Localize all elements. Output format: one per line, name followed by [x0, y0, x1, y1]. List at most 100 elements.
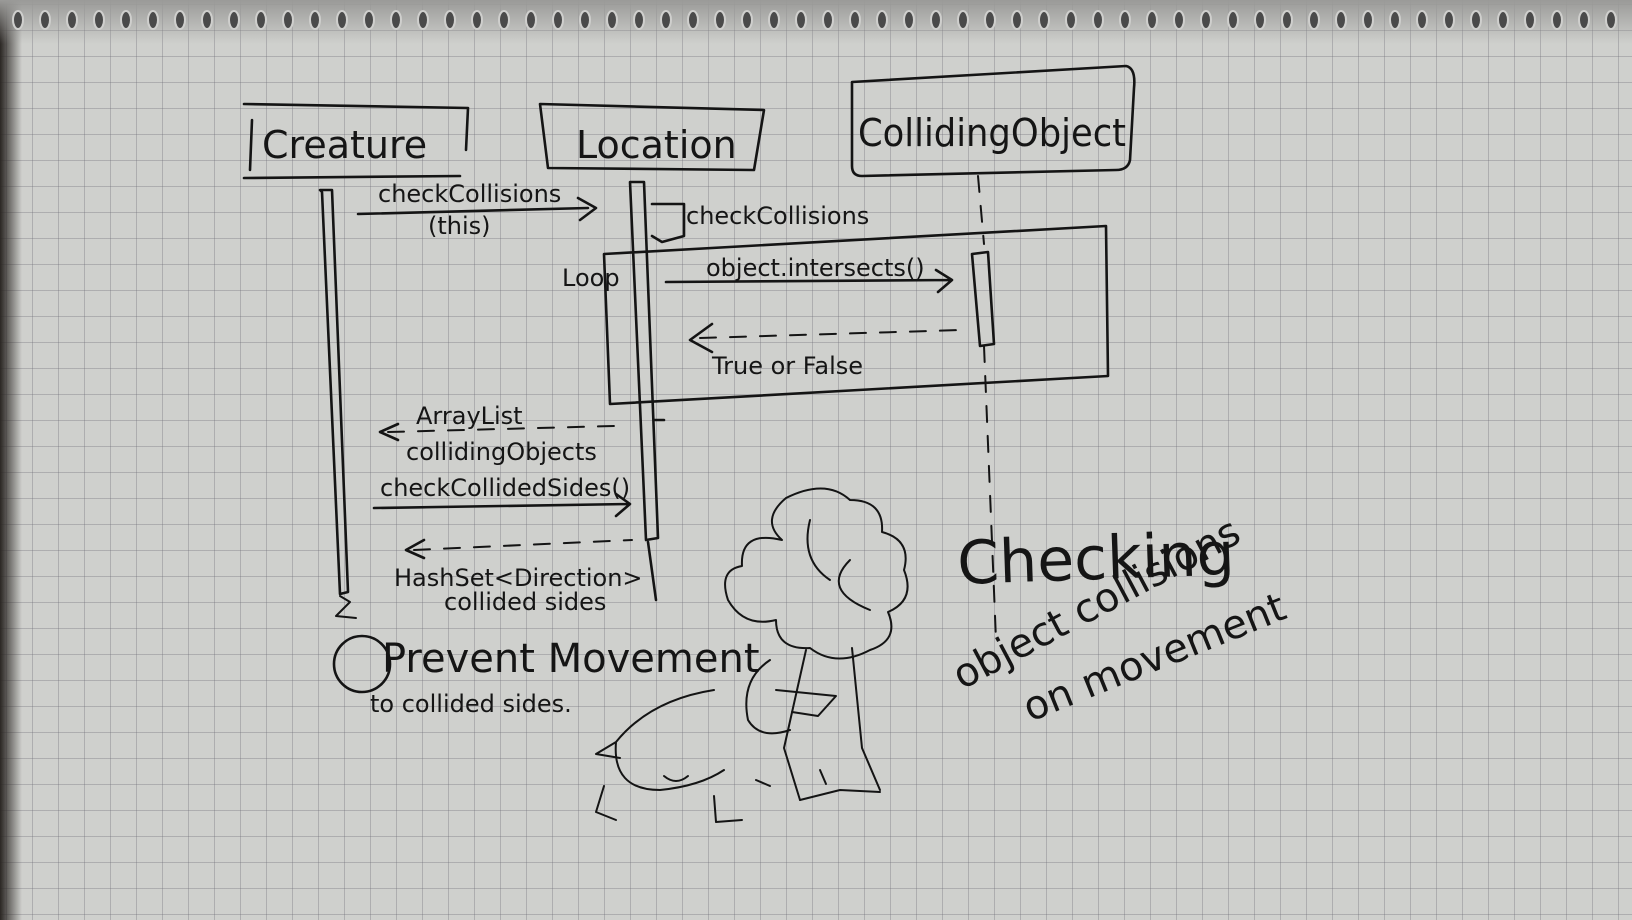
spiral-ring [876, 10, 888, 30]
spiral-ring [606, 10, 618, 30]
lifeline-location: Location [538, 102, 766, 172]
location-header-box [538, 102, 766, 172]
spiral-ring [66, 10, 78, 30]
spiral-ring [552, 10, 564, 30]
spiral-ring [1389, 10, 1401, 30]
spiral-ring [12, 10, 24, 30]
location-activation-bar [628, 180, 660, 542]
spiral-ring [1551, 10, 1563, 30]
location-label: Location [576, 123, 737, 167]
page-edge-shadow [0, 0, 22, 920]
hashset-dashed-line [413, 539, 633, 551]
spiral-ring [687, 10, 699, 30]
spiral-ring [174, 10, 186, 30]
spiral-ring [903, 10, 915, 30]
loop-frame [602, 224, 1110, 406]
spiral-ring [390, 10, 402, 30]
spiral-ring [1146, 10, 1158, 30]
spiral-ring [255, 10, 267, 30]
creature-header-box [242, 102, 470, 180]
spiral-ring [957, 10, 969, 30]
spiral-ring [1578, 10, 1590, 30]
spiral-ring [633, 10, 645, 30]
lifeline-colliding-object: CollidingObject [850, 64, 1136, 178]
colliding-object-activation-bar [970, 250, 996, 348]
location-lifeline-tail [646, 418, 666, 602]
return-dashed-line [699, 329, 963, 339]
spiral-binding [0, 0, 1632, 44]
spiral-ring [1200, 10, 1212, 30]
spiral-rings [12, 10, 1617, 30]
spiral-ring [39, 10, 51, 30]
spiral-ring [1038, 10, 1050, 30]
title-line1: Checking [956, 519, 1236, 599]
spiral-ring [120, 10, 132, 30]
spiral-ring [1497, 10, 1509, 30]
spiral-ring [336, 10, 348, 30]
spiral-ring [1092, 10, 1104, 30]
spiral-ring [579, 10, 591, 30]
spiral-ring [768, 10, 780, 30]
arraylist-arrowhead [378, 422, 400, 442]
spiral-ring [714, 10, 726, 30]
spiral-ring [309, 10, 321, 30]
note-line2: to collided sides. [370, 690, 572, 718]
spiral-ring [1605, 10, 1617, 30]
spiral-ring [282, 10, 294, 30]
spiral-ring [930, 10, 942, 30]
spiral-ring [228, 10, 240, 30]
creature-activation-bar [318, 188, 350, 596]
spiral-ring [471, 10, 483, 30]
note-circle [332, 634, 392, 694]
spiral-ring [444, 10, 456, 30]
note-line1: Prevent Movement [382, 636, 760, 682]
hashset-label: HashSet<Direction> [394, 564, 643, 592]
spiral-ring [93, 10, 105, 30]
arraylist-dashed-line [387, 425, 615, 433]
self-call-label: checkCollisions [686, 202, 869, 230]
spiral-ring [1443, 10, 1455, 30]
spiral-ring [1362, 10, 1374, 30]
intersects-label: object.intersects() [706, 254, 925, 282]
colliding-objects-label: collidingObjects [406, 438, 597, 466]
check-collisions-arg-label: (this) [428, 212, 491, 240]
creature-doodle [595, 689, 771, 823]
colliding-object-header-box [850, 64, 1136, 178]
collided-sides-label: collided sides [444, 588, 606, 616]
spiral-ring [1065, 10, 1077, 30]
check-collided-sides-arrow [372, 492, 632, 518]
self-call-arrow [650, 202, 686, 244]
spiral-ring [525, 10, 537, 30]
spiral-ring [1524, 10, 1536, 30]
spiral-ring [1254, 10, 1266, 30]
spiral-ring [1335, 10, 1347, 30]
spiral-ring [363, 10, 375, 30]
intersects-arrow [664, 268, 954, 294]
spiral-ring [1416, 10, 1428, 30]
colliding-object-label: CollidingObject [858, 111, 1126, 155]
loop-label: Loop [562, 264, 620, 292]
creature-activation-end [335, 595, 357, 619]
spiral-ring [1470, 10, 1482, 30]
return-arrowhead [688, 322, 714, 354]
spiral-ring [1011, 10, 1023, 30]
spiral-ring [1227, 10, 1239, 30]
check-collided-sides-label: checkCollidedSides() [380, 474, 630, 502]
spiral-ring [417, 10, 429, 30]
return-label: True or False [711, 352, 863, 380]
spiral-ring [849, 10, 861, 30]
spiral-ring [984, 10, 996, 30]
hashset-arrowhead [404, 538, 426, 560]
spiral-ring [1308, 10, 1320, 30]
spiral-ring [822, 10, 834, 30]
spiral-ring [1173, 10, 1185, 30]
check-collisions-arrow [356, 196, 598, 222]
lifeline-creature: Creature [242, 102, 470, 180]
creature-label: Creature [262, 123, 427, 167]
spiral-ring [201, 10, 213, 30]
spiral-ring [795, 10, 807, 30]
spiral-ring [1281, 10, 1293, 30]
spiral-ring [660, 10, 672, 30]
